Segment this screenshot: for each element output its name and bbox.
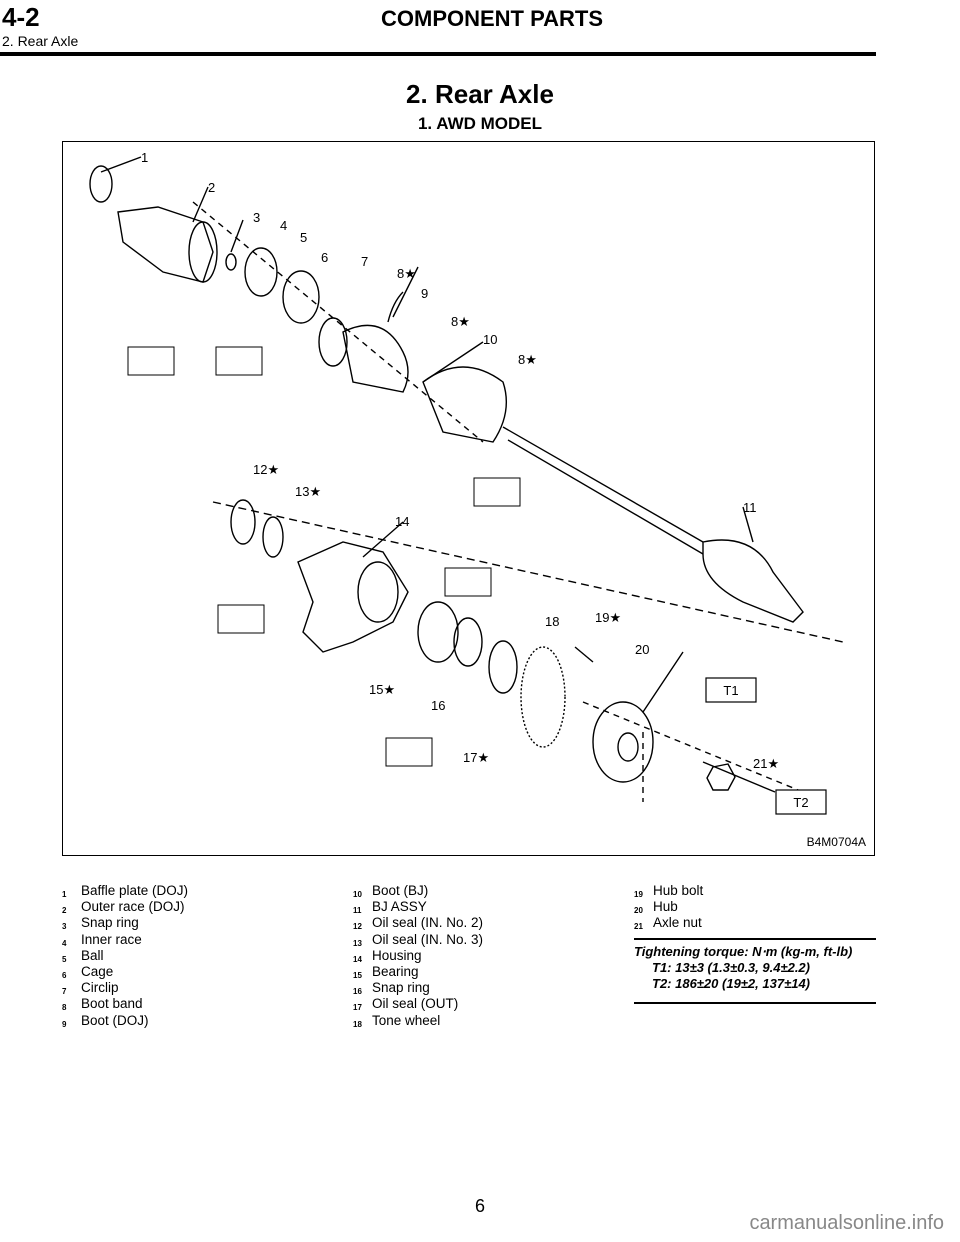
bj-assy: [702, 539, 804, 623]
svg-text:1: 1: [141, 150, 148, 165]
tone-wheel: [520, 646, 566, 748]
outer-race: [117, 206, 214, 283]
cage: [282, 270, 320, 324]
oil-seal-in-3: [262, 516, 284, 558]
housing: [297, 541, 409, 653]
svg-text:18: 18: [545, 614, 559, 629]
watermark: carmanualsonline.info: [749, 1212, 944, 1234]
figure-code: B4M0704A: [806, 835, 866, 849]
section-number: 4-2: [2, 2, 40, 32]
hub: [592, 701, 654, 783]
snap-ring-16: [453, 617, 483, 667]
t1-box: [705, 677, 757, 703]
torque-heading: Tightening torque: N⋅m (kg-m, ft-lb): [634, 944, 853, 959]
svg-text:12★: 12★: [253, 462, 279, 477]
svg-text:5: 5: [300, 230, 307, 245]
inner-race: [244, 247, 278, 297]
baffle-plate: [89, 165, 113, 203]
callout-labels: 1 2 3 456 7 8★ 9 8★ 10 8★ 12★ 13★ 14 11 18 19★ 20 1…: [141, 150, 779, 771]
page-title: 2. Rear Axle: [406, 79, 554, 109]
svg-text:20: 20: [635, 642, 649, 657]
svg-text:15★: 15★: [369, 682, 395, 697]
svg-text:10: 10: [483, 332, 497, 347]
svg-text:2: 2: [208, 180, 215, 195]
svg-text:21★: 21★: [753, 756, 779, 771]
grease-icon: [127, 346, 521, 767]
page-number: 6: [474, 1196, 485, 1216]
header-subtitle: 2. Rear Axle: [2, 33, 79, 49]
svg-text:14: 14: [395, 514, 409, 529]
joint-axis: [192, 201, 484, 443]
torque-t1: T1: 13±3 (1.3±0.3, 9.4±2.2): [652, 960, 810, 975]
svg-text:8★: 8★: [397, 266, 416, 281]
svg-text:7: 7: [361, 254, 368, 269]
svg-text:16: 16: [431, 698, 445, 713]
t2-box: [775, 789, 827, 815]
section-title: 1. AWD MODEL: [417, 114, 543, 133]
tightening-torque-box: Tightening torque: N⋅m (kg-m, ft-lb) T1:…: [634, 938, 876, 1004]
svg-text:9: 9: [421, 286, 428, 301]
svg-text:8★: 8★: [451, 314, 470, 329]
svg-text:6: 6: [321, 250, 328, 265]
hub-bolt: [574, 646, 594, 663]
svg-text:8★: 8★: [518, 352, 537, 367]
svg-text:19★: 19★: [595, 610, 621, 625]
boot-bj: [422, 366, 508, 443]
exploded-diagram-drawing: 1 2 3 456 7 8★ 9 8★ 10 8★ 12★ 13★ 14 11 18 19★ 20 1…: [89, 150, 844, 815]
oil-seal-in-2: [230, 499, 256, 545]
svg-text:4: 4: [280, 218, 287, 233]
t2-label: T2: [793, 795, 808, 810]
header-rule: [0, 52, 876, 56]
oil-seal-out: [488, 640, 518, 694]
bearing: [417, 601, 459, 663]
svg-text:3: 3: [253, 210, 260, 225]
svg-text:11: 11: [743, 500, 757, 515]
axle-nut: [706, 763, 736, 791]
svg-text:17★: 17★: [463, 750, 489, 765]
torque-t2: T2: 186±20 (19±2, 137±14): [652, 976, 810, 991]
header-title: COMPONENT PARTS: [381, 6, 604, 31]
axis-line: [212, 501, 844, 643]
svg-text:13★: 13★: [295, 484, 321, 499]
circlip: [318, 317, 348, 367]
boot-doj: [342, 324, 409, 393]
t1-label: T1: [723, 683, 738, 698]
